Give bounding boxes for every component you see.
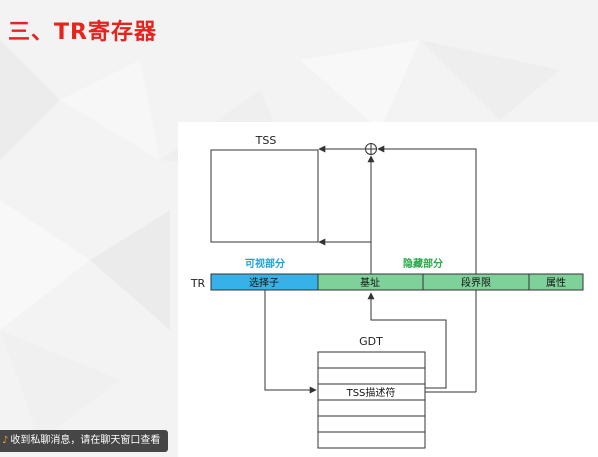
- tss-label: TSS: [255, 134, 277, 147]
- attr-text: 属性: [546, 276, 566, 289]
- tr-register-diagram: TSS 可视部分 隐藏部分 TR 选择子 基址 段界限 属性: [190, 134, 584, 449]
- bell-icon: ♪: [2, 435, 9, 446]
- selector-text: 选择子: [249, 276, 279, 289]
- arrow-limit-to-adder: [377, 145, 477, 392]
- hidden-part-label: 隐藏部分: [403, 257, 443, 270]
- chat-notification-bar[interactable]: ♪收到私聊消息，请在聊天窗口查看: [0, 430, 168, 452]
- base-text: 基址: [360, 276, 380, 289]
- diagram-panel: TSS 可视部分 隐藏部分 TR 选择子 基址 段界限 属性: [178, 122, 598, 457]
- notification-text: 收到私聊消息，请在聊天窗口查看: [10, 435, 161, 446]
- tss-descriptor-text: TSS描述符: [346, 386, 396, 399]
- visible-part-label: 可视部分: [245, 257, 285, 270]
- limit-text: 段界限: [461, 276, 491, 289]
- slide-title: 三、TR寄存器: [8, 20, 157, 45]
- tss-segment-box: [210, 149, 319, 243]
- tr-label: TR: [190, 277, 206, 290]
- gdt-label: GDT: [359, 335, 383, 348]
- tr-cell-attr: [528, 273, 584, 291]
- arrow-selector-to-gdt: [264, 290, 317, 394]
- arrow-descriptor-to-base: [367, 292, 447, 389]
